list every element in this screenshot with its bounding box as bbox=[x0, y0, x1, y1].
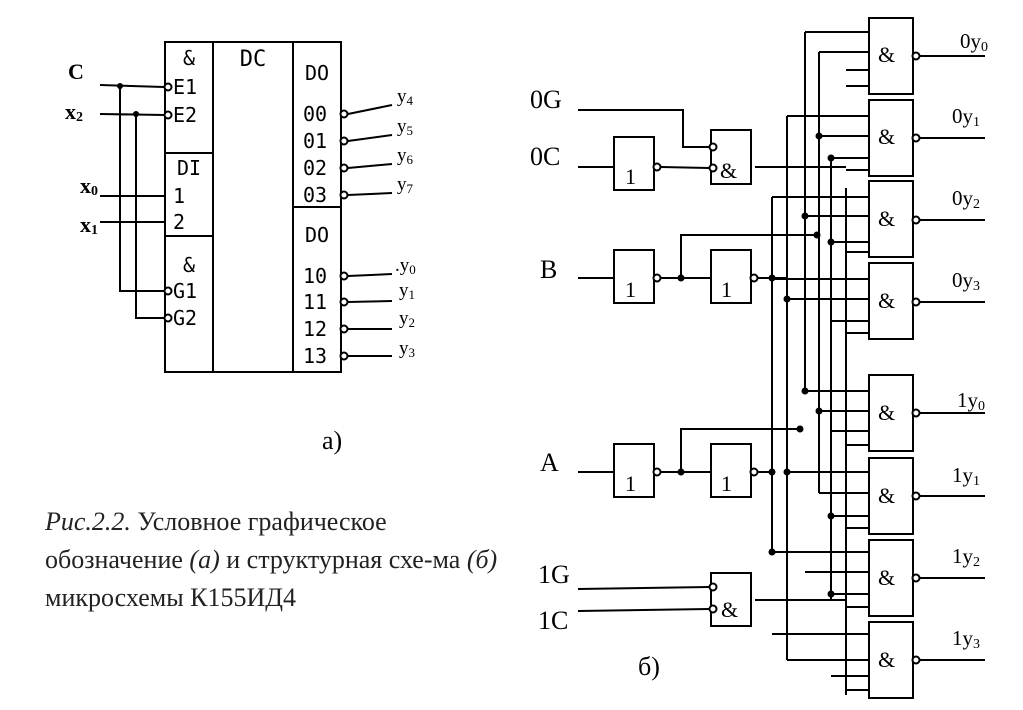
input-x2: x2 bbox=[65, 99, 83, 125]
out-gate-1y2-symbol: & bbox=[878, 565, 895, 590]
and-1-symbol: & bbox=[721, 597, 738, 622]
pin-12: 12 bbox=[303, 317, 327, 341]
caption-ref-b: (б) bbox=[466, 545, 498, 574]
output-0y1: 0y1 bbox=[952, 104, 980, 130]
dc-label: DC bbox=[240, 47, 267, 72]
output-y2: y2 bbox=[399, 308, 415, 330]
output-1y1: 1y1 bbox=[952, 463, 980, 489]
input-a: A bbox=[540, 448, 559, 477]
pin-2: 2 bbox=[173, 210, 185, 234]
output-y3: y3 bbox=[399, 338, 415, 360]
dc-column bbox=[212, 41, 294, 373]
inv-a1-symbol: 1 bbox=[625, 471, 636, 496]
output-0y2: 0y2 bbox=[952, 186, 980, 212]
pin-10: 10 bbox=[303, 264, 327, 288]
caption-text-2: и структурная схе-ма bbox=[219, 545, 467, 574]
output-0y3: 0y3 bbox=[952, 268, 980, 294]
pin-00: 00 bbox=[303, 102, 327, 126]
output-1y0: 1y0 bbox=[957, 388, 985, 414]
do-top-label: DO bbox=[305, 61, 329, 85]
figure-a-label: а) bbox=[322, 426, 342, 455]
input-1g: 1G bbox=[538, 560, 570, 589]
out-gate-0y3-symbol: & bbox=[878, 288, 895, 313]
output-y7: y7 bbox=[397, 174, 414, 196]
caption-ref-a: (а) bbox=[189, 545, 220, 574]
caption-text-1: Условное графическое обозначение bbox=[45, 507, 387, 574]
do-bottom-label: DO bbox=[305, 223, 329, 247]
and-bottom-label: & bbox=[183, 253, 195, 277]
figure-caption: Рис.2.2. Условное графическое обозначени… bbox=[45, 503, 515, 617]
gates-b bbox=[613, 129, 752, 627]
out-gate-0y1-symbol: & bbox=[878, 124, 895, 149]
figure-b-label: б) bbox=[638, 652, 660, 681]
output-y0: .y0 bbox=[395, 255, 416, 277]
output-gates bbox=[868, 17, 914, 699]
and-0-symbol: & bbox=[720, 158, 737, 183]
output-0y0: 0y0 bbox=[960, 29, 988, 55]
output-y1: y1 bbox=[399, 280, 415, 302]
output-y6: y6 bbox=[397, 145, 414, 167]
output-1y3: 1y3 bbox=[952, 626, 980, 652]
junction-dots bbox=[677, 132, 835, 598]
caption-text-3: микросхемы К155ИД4 bbox=[45, 583, 297, 612]
inv-b1-symbol: 1 bbox=[625, 277, 636, 302]
pin-g2: G2 bbox=[173, 306, 197, 330]
out-gate-0y0-symbol: & bbox=[878, 42, 895, 67]
and-gate-0 bbox=[710, 129, 752, 185]
and-top-label: & bbox=[183, 46, 195, 70]
out-gate-1y0-symbol: & bbox=[878, 400, 895, 425]
output-y4: y4 bbox=[397, 86, 414, 108]
inv-0c-symbol: 1 bbox=[625, 164, 636, 189]
pin-02: 02 bbox=[303, 156, 327, 180]
pin-01: 01 bbox=[303, 129, 327, 153]
pin-13: 13 bbox=[303, 344, 327, 368]
decoder-block-a bbox=[99, 41, 393, 373]
input-1c: 1C bbox=[538, 606, 568, 635]
inv-b2-symbol: 1 bbox=[721, 277, 732, 302]
input-c: C bbox=[68, 59, 84, 84]
input-x1: x1 bbox=[80, 212, 98, 238]
pin-e2: E2 bbox=[173, 103, 197, 127]
pin-03: 03 bbox=[303, 183, 327, 207]
di-label: DI bbox=[177, 156, 201, 180]
input-0g: 0G bbox=[530, 85, 562, 114]
input-x0: x0 bbox=[80, 173, 98, 199]
input-0c: 0C bbox=[530, 142, 560, 171]
output-y5: y5 bbox=[397, 116, 413, 138]
caption-prefix: Рис.2.2. bbox=[45, 507, 131, 536]
and-gate-1 bbox=[710, 572, 752, 627]
out-gate-0y2-symbol: & bbox=[878, 206, 895, 231]
pin-g1: G1 bbox=[173, 279, 197, 303]
inv-a2-symbol: 1 bbox=[721, 471, 732, 496]
pin-11: 11 bbox=[303, 290, 327, 314]
inverter-0c bbox=[613, 136, 655, 191]
out-gate-1y3-symbol: & bbox=[878, 647, 895, 672]
output-1y2: 1y2 bbox=[952, 544, 980, 570]
pin-1: 1 bbox=[173, 184, 185, 208]
input-b: B bbox=[540, 255, 557, 284]
pin-e1: E1 bbox=[173, 75, 197, 99]
out-gate-1y1-symbol: & bbox=[878, 483, 895, 508]
